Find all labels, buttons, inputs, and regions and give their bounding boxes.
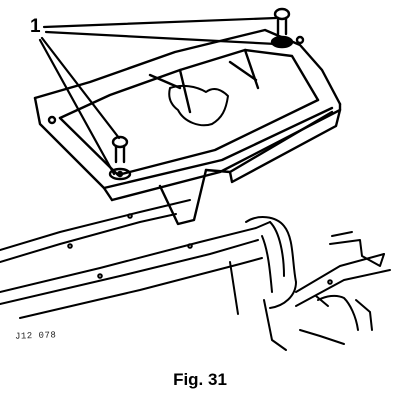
oil-pan — [33, 28, 342, 226]
reference-code: J12 078 — [14, 330, 57, 342]
engine-block — [0, 199, 391, 351]
callout-leader-lines — [38, 16, 278, 176]
bolt-lower — [108, 135, 132, 181]
figure-caption: Fig. 31 — [173, 370, 227, 389]
callout-label: 1 — [30, 16, 41, 37]
bolt-top — [270, 7, 294, 49]
